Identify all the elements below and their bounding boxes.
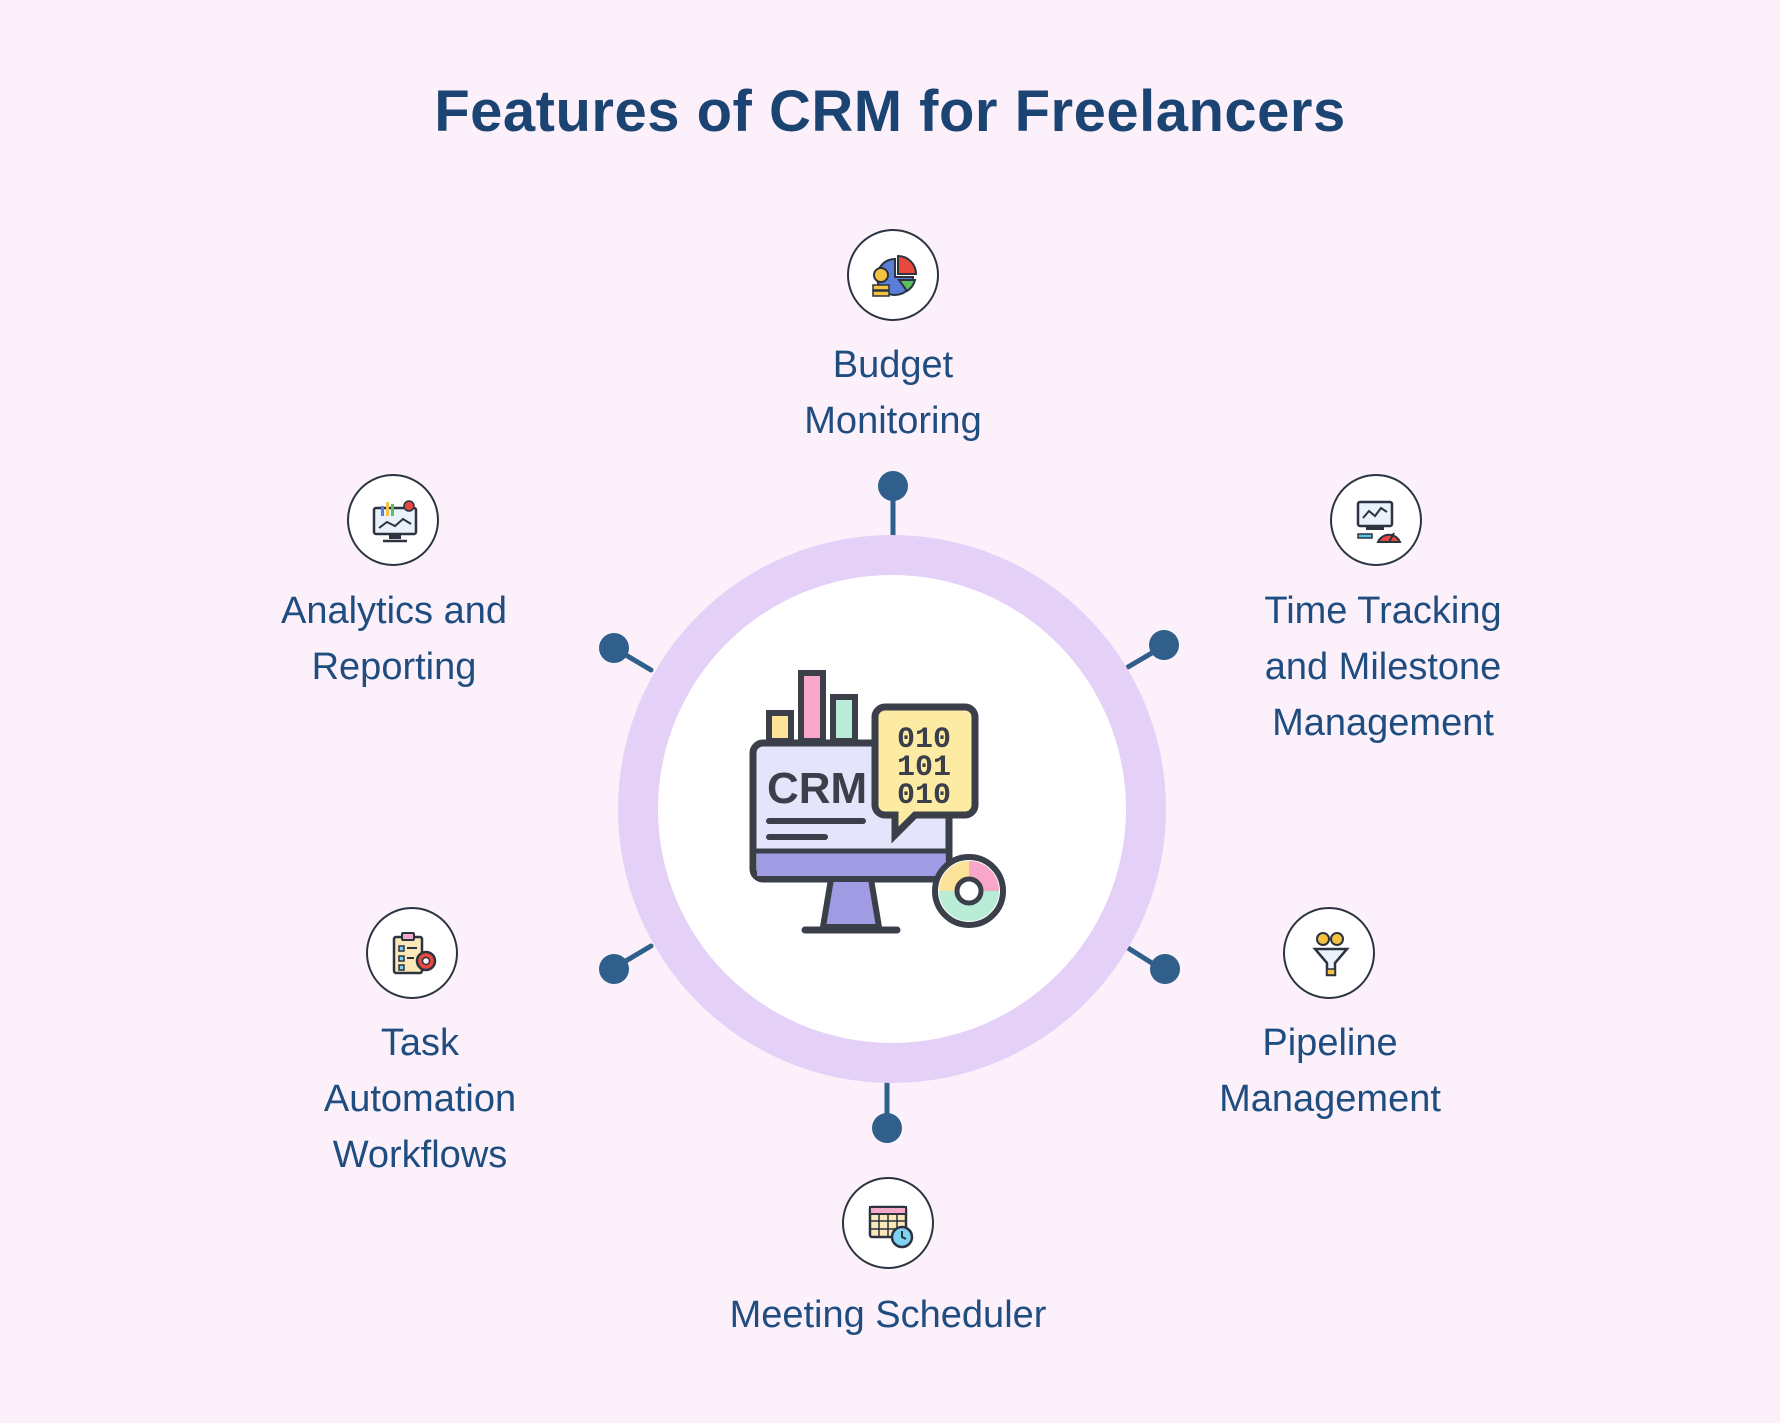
label-budget-line-2: Monitoring: [804, 400, 982, 442]
code-line-3: 010: [897, 779, 951, 813]
label-analytics-line-2: Reporting: [311, 646, 477, 688]
connector-dot-budget: [878, 471, 908, 501]
label-budget-line-1: Budget: [832, 344, 954, 386]
label-time-line-3: Management: [1272, 702, 1494, 744]
label-task-line-1: Task: [380, 1022, 460, 1064]
code-line-2: 101: [897, 751, 951, 785]
pipeline-funnel-icon: [1312, 932, 1350, 977]
crm-monitor-icon: CRM 010 101 010: [749, 670, 1006, 934]
connector-dot-meeting: [872, 1113, 902, 1143]
label-meeting: Meeting Scheduler: [658, 1287, 1118, 1343]
analytics-monitor-icon: [372, 500, 418, 543]
connector-dot-time: [1149, 630, 1179, 660]
budget-pie-coins-icon: [872, 254, 918, 297]
calendar-clock-icon: [868, 1205, 914, 1249]
label-time-line-2: and Milestone: [1264, 646, 1502, 688]
connector-dot-pipeline: [1150, 954, 1180, 984]
label-task: Task Automation Workflows: [240, 1015, 600, 1183]
code-line-1: 010: [897, 723, 951, 757]
crm-badge-text: CRM: [767, 764, 867, 813]
label-analytics-line-1: Analytics and: [280, 590, 507, 632]
label-pipeline: Pipeline Management: [1150, 1015, 1510, 1127]
label-time: Time Tracking and Milestone Management: [1203, 583, 1563, 751]
analytics-icon-circle: [347, 474, 439, 566]
task-icon-circle: [366, 907, 458, 999]
pipeline-icon-circle: [1283, 907, 1375, 999]
budget-icon-circle: [847, 229, 939, 321]
connector-dot-analytics: [599, 633, 629, 663]
connector-dot-task: [599, 954, 629, 984]
page-title: Features of CRM for Freelancers: [434, 79, 1346, 144]
label-analytics: Analytics and Reporting: [214, 583, 574, 695]
task-clipboard-gear-icon: [392, 932, 437, 975]
label-meeting-line-1: Meeting Scheduler: [729, 1294, 1047, 1336]
time-icon-circle: [1330, 474, 1422, 566]
label-pipeline-line-2: Management: [1219, 1078, 1441, 1120]
label-pipeline-line-1: Pipeline: [1262, 1022, 1398, 1064]
label-task-line-3: Workflows: [332, 1134, 508, 1176]
label-budget: Budget Monitoring: [713, 337, 1073, 449]
label-time-line-1: Time Tracking: [1264, 590, 1502, 632]
meeting-icon-circle: [842, 1177, 934, 1269]
label-task-line-2: Automation: [323, 1078, 517, 1120]
time-tracking-monitor-icon: [1356, 500, 1402, 543]
